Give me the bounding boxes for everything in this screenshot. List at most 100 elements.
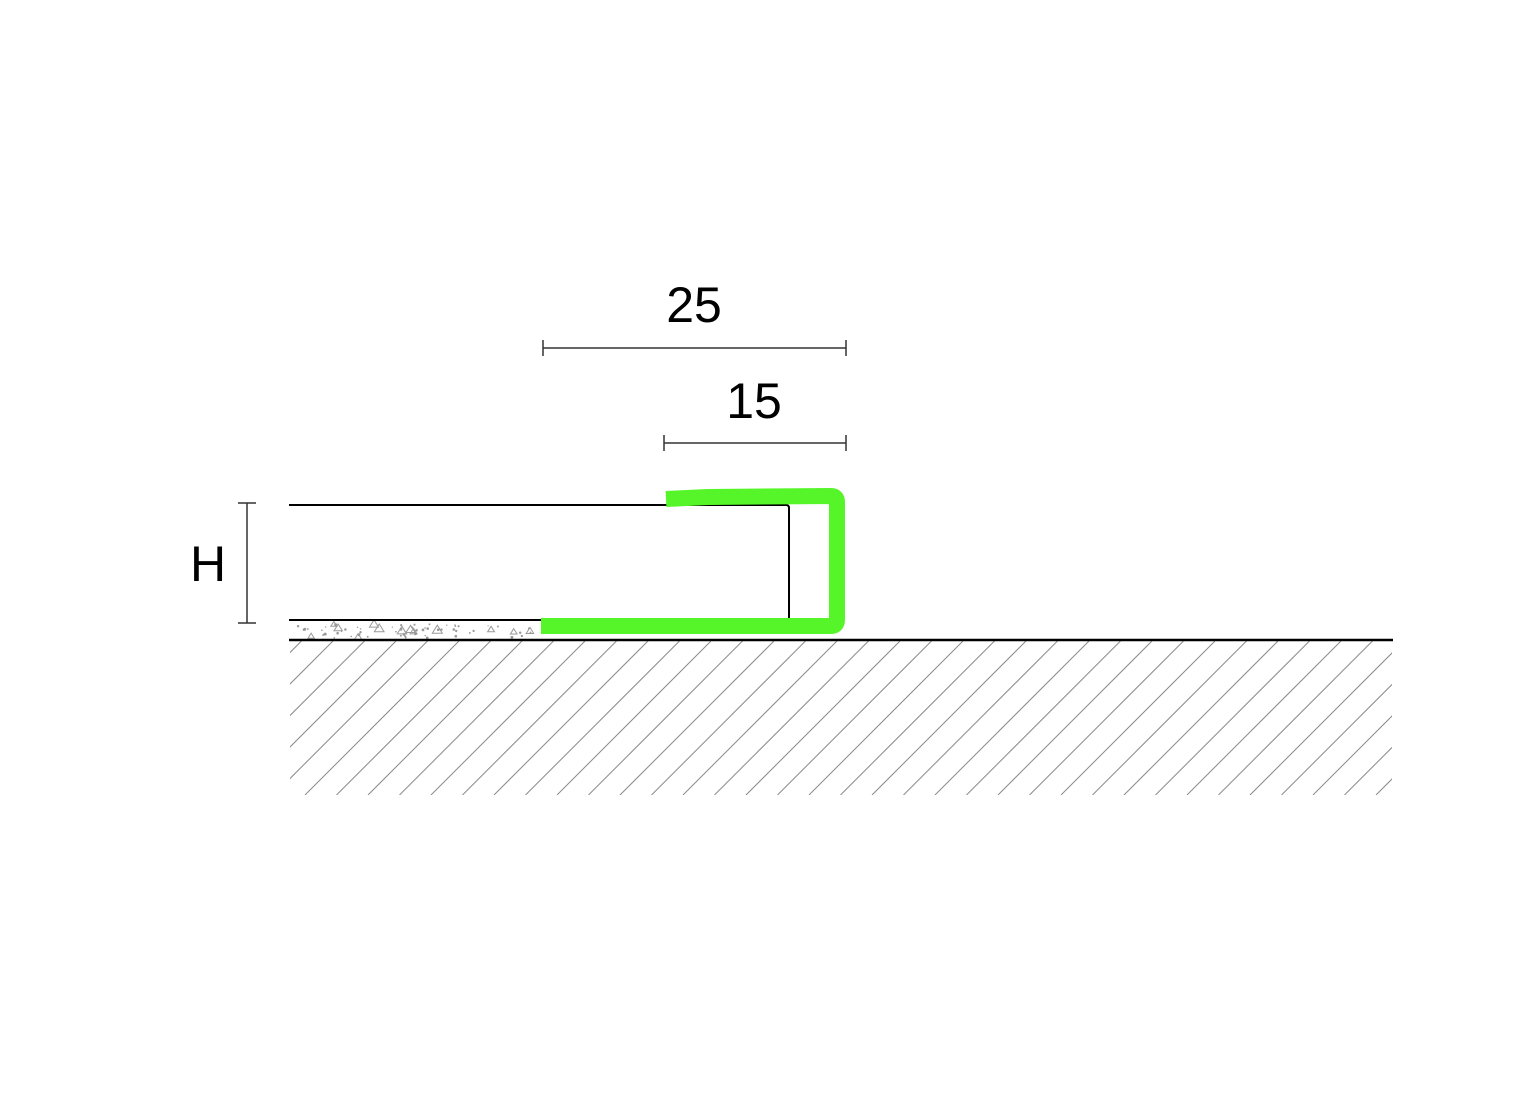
adhesive-speck — [454, 634, 458, 638]
adhesive-speck — [359, 630, 362, 634]
adhesive-speck — [411, 626, 414, 629]
hatch-line — [116, 641, 270, 795]
adhesive-aggregate — [405, 624, 417, 633]
hatch-line — [556, 641, 712, 795]
dimension-label-h: H — [190, 536, 226, 592]
adhesive-speck — [529, 631, 532, 634]
adhesive-speck — [402, 632, 406, 636]
adhesive-aggregate — [486, 625, 496, 633]
dimension-visible-width: 15 — [663, 373, 847, 451]
adhesive-speck — [399, 634, 402, 637]
hatch-line — [336, 641, 491, 795]
adhesive-speck — [404, 631, 406, 633]
hatch-line — [966, 641, 1121, 795]
adhesive-speck — [454, 625, 457, 627]
adhesive-speck — [303, 627, 307, 631]
hatch-line — [1186, 641, 1342, 795]
adhesive-speck — [336, 631, 339, 635]
adhesive-speck — [452, 628, 456, 631]
hatch-line — [1312, 715, 1392, 795]
adhesive-aggregate — [525, 626, 535, 634]
adhesive-speck — [518, 631, 522, 634]
adhesive-aggregate — [307, 632, 316, 639]
adhesive-speck — [350, 635, 353, 638]
dimension-total-width: 25 — [542, 277, 847, 356]
adhesive-speck — [425, 636, 429, 640]
hatch-line — [903, 641, 1058, 795]
adhesive-speck — [399, 627, 403, 631]
hatch-line — [290, 641, 428, 780]
adhesive-speck — [296, 624, 300, 628]
adhesive-bed — [296, 618, 535, 641]
adhesive-speck — [436, 628, 440, 632]
adhesive-speck — [323, 632, 327, 636]
hatch-line — [808, 641, 964, 795]
hatch-line — [1155, 641, 1310, 795]
adhesive-speck — [415, 628, 418, 632]
hatch-line — [1092, 641, 1247, 795]
adhesive-aggregate — [409, 627, 419, 635]
adhesive-speck — [404, 636, 407, 639]
hatch-line — [430, 641, 586, 795]
hatch-line — [934, 641, 1090, 795]
hatch-line — [1218, 641, 1373, 795]
hatch-line — [1123, 641, 1279, 795]
hatch-line — [997, 641, 1153, 795]
adhesive-speck — [340, 630, 343, 633]
adhesive-speck — [457, 625, 460, 628]
adhesive-speck — [307, 628, 309, 630]
adhesive-aggregate — [396, 625, 408, 635]
adhesive-speck — [510, 635, 514, 639]
hatch-line — [745, 641, 901, 795]
adhesive-aggregate — [368, 618, 380, 628]
hatch-line — [290, 641, 334, 685]
u-profile-trim — [541, 488, 845, 634]
hatch-line — [1375, 778, 1392, 795]
adhesive-speck — [344, 628, 347, 631]
adhesive-aggregate — [509, 627, 519, 635]
adhesive-speck — [487, 625, 489, 627]
adhesive-speck — [359, 628, 362, 630]
adhesive-speck — [424, 627, 426, 629]
hatch-line — [651, 641, 806, 795]
adhesive-aggregate — [431, 624, 444, 634]
hatch-line — [840, 641, 995, 795]
adhesive-aggregate — [329, 620, 338, 627]
adhesive-speck — [472, 629, 475, 633]
hatch-line — [714, 641, 869, 795]
hatch-line — [777, 641, 932, 795]
adhesive-speck — [421, 628, 425, 632]
hatch-line — [290, 641, 302, 654]
adhesive-aggregate — [333, 623, 344, 632]
hatch-line — [1029, 641, 1184, 795]
hatch-line — [1281, 683, 1392, 795]
adhesive-speck — [366, 635, 369, 638]
adhesive-speck — [333, 636, 336, 639]
hatch-line — [1249, 652, 1392, 795]
hatch-line — [462, 641, 617, 795]
adhesive-speck — [496, 625, 499, 628]
hatch-line — [367, 641, 523, 795]
adhesive-speck — [413, 632, 417, 636]
adhesive-speck — [454, 629, 458, 633]
hatch-line — [619, 641, 775, 795]
dimension-label-15: 15 — [726, 373, 782, 429]
hatch-line — [399, 641, 554, 795]
adhesive-speck — [321, 629, 323, 631]
adhesive-speck — [424, 634, 426, 637]
adhesive-speck — [446, 624, 448, 626]
hatch-line — [588, 641, 743, 795]
adhesive-speck — [426, 627, 430, 630]
adhesive-speck — [413, 623, 416, 626]
adhesive-speck — [356, 626, 359, 629]
tile — [289, 504, 790, 621]
hatch-line — [525, 641, 680, 795]
adhesive-speck — [395, 630, 397, 633]
dimension-label-25: 25 — [666, 277, 722, 333]
adhesive-speck — [428, 623, 431, 626]
adhesive-speck — [520, 634, 524, 638]
adhesive-speck — [400, 624, 403, 627]
dimension-height: H — [190, 502, 256, 624]
hatch-line — [1060, 641, 1216, 795]
adhesive-speck — [391, 626, 394, 628]
